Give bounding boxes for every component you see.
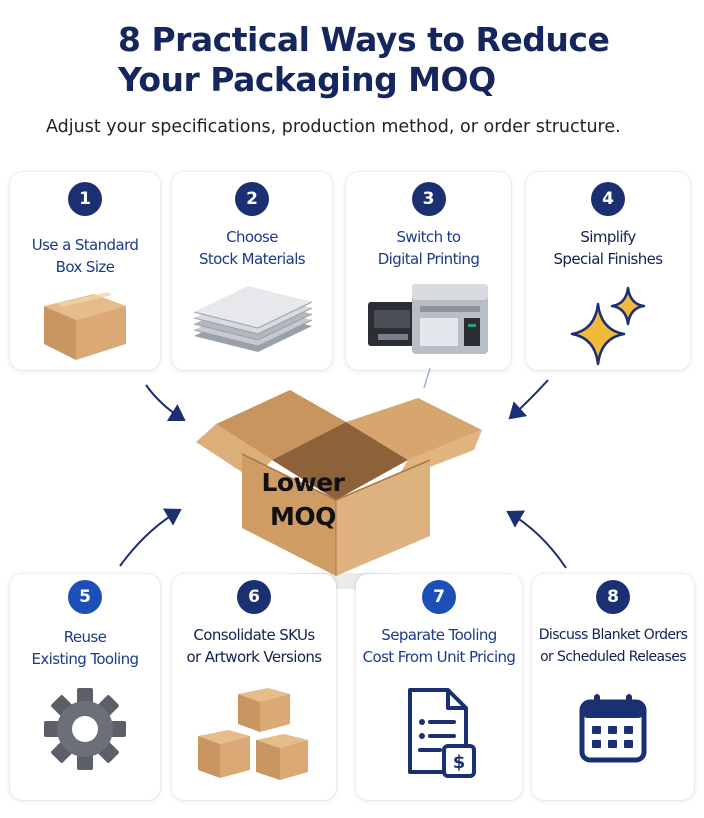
step-card-6: 6 Consolidate SKUs or Artwork Versions [172,574,336,800]
title-line-2: Your Packaging MOQ [118,60,496,99]
title-line-1: 8 Practical Ways to Reduce [118,20,610,59]
step-number-badge-4: 4 [591,182,625,216]
material-sheets-icon [193,286,313,352]
gear-icon [44,688,126,770]
step-number-badge-7: 7 [422,580,456,614]
step-number-badge-3: 3 [411,182,446,216]
step-label-2: Choose Stock Materials [198,228,306,268]
step-number-badge-5: 5 [68,580,102,614]
step-card-8: 8 Discuss Blanket Orders or Scheduled Re… [532,574,694,800]
step-label-6: Consolidate SKUs or Artwork Versions [186,626,322,666]
arrow-from-step-4 [508,379,549,420]
arrow-from-step-3 [423,367,431,389]
step-card-5: 5 Reuse Existing Tooling [10,574,160,800]
step-card-2: 2 Choose Stock Materials [172,172,332,370]
step-label-1: Use a Standard Box Size [31,236,139,276]
step-number-badge-2: 2 [235,182,269,216]
calendar-icon [579,694,647,763]
step-label-7: Separate Tooling Cost From Unit Pricing [362,626,516,666]
step-number-badge-8: 8 [596,580,630,614]
arrow-from-step-5 [119,508,182,567]
step-label-3: Switch to Digital Printing [377,228,480,268]
invoice-icon: $ [408,688,476,778]
step-number-badge-1: 1 [68,182,102,216]
step-card-3: 3 Switch to Digital Printing [346,172,511,370]
step-card-7: 7 Separate Tooling Cost From Unit Pricin… [356,574,522,800]
svg-text:$: $ [453,752,466,773]
arrow-from-step-1 [145,384,186,422]
page-title: 8 Practical Ways to Reduce Your Packagin… [118,20,678,100]
arrow-from-step-8 [506,510,567,569]
sparkle-icon [570,286,646,366]
step-label-5: Reuse Existing Tooling [31,628,140,668]
step-number-badge-6: 6 [237,580,271,614]
step-label-4: Simplify Special Finishes [553,228,664,268]
step-card-1: 1 Use a Standard Box Size [10,172,160,370]
step-card-4: 4 Simplify Special Finishes [526,172,690,370]
step-label-8: Discuss Blanket Orders or Scheduled Rele… [538,627,688,665]
page-subtitle: Adjust your specifications, production m… [46,117,621,137]
stacked-boxes-icon [198,688,308,780]
cardboard-box-icon [44,292,126,360]
center-label: Lower MOQ [261,468,346,531]
digital-printer-icon [368,284,488,354]
